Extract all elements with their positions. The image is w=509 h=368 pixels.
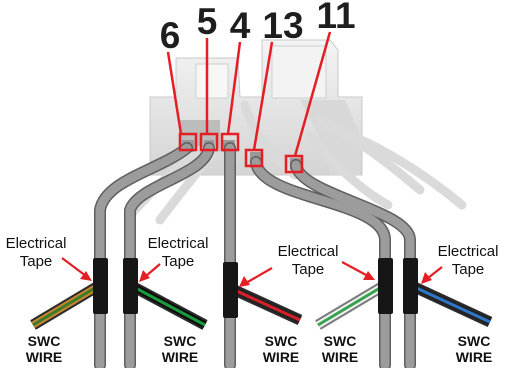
tape-label-3: Electrical Tape [278,243,339,278]
swc-label-5-line2: WIRE [456,349,493,365]
callout-pin-6 [166,51,198,152]
swc-label-3-line2: WIRE [263,349,300,365]
connector-wires [94,142,416,368]
tape-label-2-line2: Tape [162,253,195,270]
pin-number-4: 4 [230,5,251,46]
swc-label-3: SWC WIRE [263,333,300,365]
swc-wire-5 [407,280,493,327]
arrow-tape-3a [239,267,273,287]
pin-number-5: 5 [197,1,218,42]
swc-wire-2 [127,280,208,330]
pin-callouts [166,31,332,174]
pin-number-11: 11 [316,0,355,36]
tape-label-3-line1: Electrical [278,243,339,260]
swc-label-3-line1: SWC [265,333,298,349]
swc-label-5: SWC WIRE [456,333,493,365]
swc-label-2: SWC WIRE [162,333,199,365]
swc-label-5-line1: SWC [458,333,491,349]
swc-wire-1 [30,280,103,330]
arrow-tape-3b [341,261,375,280]
swc-labels: SWC WIRE SWC WIRE SWC WIRE SWC WIRE SWC … [26,333,493,365]
swc-label-1: SWC WIRE [26,333,63,365]
swc-label-1-line1: SWC [28,333,61,349]
tape-label-2: Electrical Tape [148,235,209,270]
swc-label-2-line2: WIRE [162,349,199,365]
callout-pin-11 [284,31,332,174]
swc-label-1-line2: WIRE [26,349,63,365]
tape-label-4: Electrical Tape [438,243,499,278]
swc-label-2-line1: SWC [164,333,197,349]
swc-wire-4 [315,280,388,330]
tape-label-2-line1: Electrical [148,235,209,252]
tape-label-4-line1: Electrical [438,243,499,260]
callout-pin-5 [199,38,219,152]
arrow-tape-2 [139,263,161,282]
tape-label-1-line2: Tape [20,253,53,270]
tape-label-1: Electrical Tape [6,235,67,270]
swc-label-4: SWC WIRE [322,333,359,365]
tape-arrows [61,257,443,287]
tape-label-4-line2: Tape [452,261,485,278]
callout-pin-4 [220,41,242,152]
callout-pin-13 [244,41,274,168]
arrow-tape-1 [61,257,92,281]
tape-label-3-line2: Tape [292,261,325,278]
pin-number-6: 6 [160,15,181,56]
pin-number-13: 13 [262,5,303,46]
pin-numbers: 6 5 4 13 11 [160,0,356,56]
swc-wires [30,280,493,330]
electrical-tape [93,258,418,318]
tape-labels: Electrical Tape Electrical Tape Electric… [6,235,499,278]
arrow-tape-4 [421,266,443,284]
swc-label-4-line1: SWC [324,333,357,349]
tape-label-1-line1: Electrical [6,235,67,252]
swc-wire-3 [227,282,303,326]
swc-label-4-line2: WIRE [322,349,359,365]
